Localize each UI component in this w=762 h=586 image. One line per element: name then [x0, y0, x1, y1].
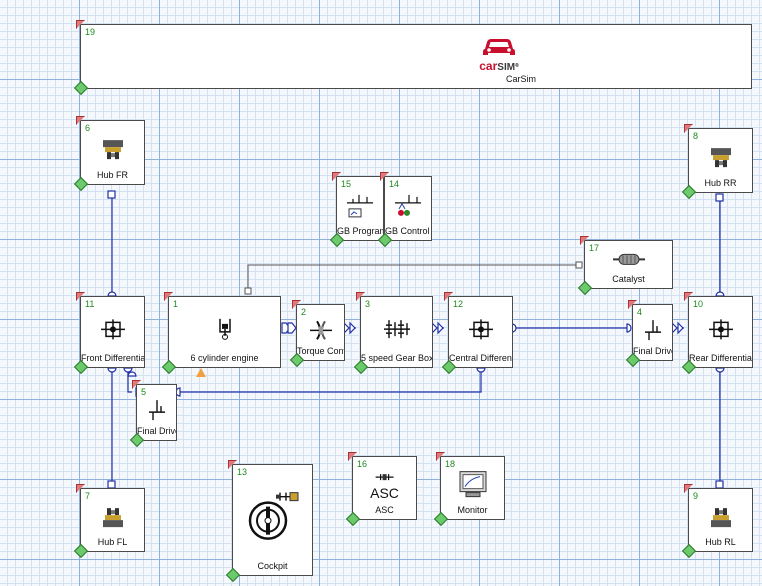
- block-label: Catalyst: [612, 274, 645, 284]
- block-label: GB Control: [385, 226, 430, 236]
- car-icon: [483, 39, 515, 55]
- block-number: 16: [357, 459, 368, 469]
- hub-wheel-icon: [710, 147, 731, 167]
- block-number: 11: [85, 299, 95, 309]
- block-number: 19: [85, 27, 96, 37]
- hub-rr-block[interactable]: 8 Hub RR: [681, 124, 753, 200]
- block-number: 2: [301, 307, 307, 317]
- final-drive-rear-block[interactable]: 4 Final Drive: [625, 300, 673, 368]
- asc-icon: ASC: [370, 468, 399, 500]
- hub-fr-block[interactable]: 6 Hub FR: [73, 116, 145, 192]
- block-label: Final Drive: [137, 426, 176, 436]
- block-number: 12: [453, 299, 464, 309]
- block-label: Front Differential: [81, 353, 144, 363]
- wire-frontdiff-finaldrive[interactable]: [127, 372, 132, 393]
- block-number: 3: [365, 299, 371, 309]
- block-number: 18: [445, 459, 456, 469]
- cockpit-block[interactable]: 13 Cockpit: [225, 460, 313, 583]
- block-label: Hub FR: [96, 170, 128, 180]
- differential-icon: [100, 319, 125, 340]
- wire-centraldiff-finaldrive-front[interactable]: [180, 372, 482, 393]
- gearbox-control-icon: [395, 194, 421, 216]
- engine-piston-icon: [218, 318, 231, 340]
- hub-wheel-icon: [102, 508, 123, 528]
- central-differential-block[interactable]: 12 Central Differential: [441, 292, 513, 375]
- block-number: 9: [693, 491, 699, 501]
- block-label: Hub FL: [97, 537, 128, 547]
- block-number: 5: [141, 387, 147, 397]
- block-label: ASC: [375, 505, 394, 515]
- block-label: Rear Differential: [689, 353, 752, 363]
- block-number: 4: [637, 307, 643, 317]
- gb-program-block[interactable]: 15 GB Program: [329, 172, 384, 248]
- monitor-icon: [459, 471, 486, 498]
- block-label: Cockpit: [257, 561, 288, 571]
- monitor-block[interactable]: 18 Monitor: [433, 452, 505, 527]
- block-number: 13: [237, 467, 248, 477]
- final-drive-icon: [148, 399, 165, 420]
- catalyst-icon: [612, 253, 645, 265]
- block-label: GB Program: [337, 226, 383, 236]
- block-label: Hub RL: [705, 537, 736, 547]
- block-label: CarSim: [505, 74, 536, 84]
- wire-catalyst-engine[interactable]: [247, 264, 580, 292]
- block-label: Final Drive: [633, 346, 672, 356]
- hub-rl-block[interactable]: 9 Hub RL: [681, 484, 753, 559]
- differential-icon: [468, 319, 493, 340]
- catalyst-block[interactable]: 17 Catalyst: [577, 236, 673, 296]
- carsim-block[interactable]: 19 carSIM® CarSim: [73, 20, 752, 96]
- block-number: 6: [85, 123, 91, 133]
- gearbox-icon: [383, 320, 410, 339]
- warning-icon[interactable]: [196, 368, 206, 377]
- rear-differential-block[interactable]: 10 Rear Differential: [681, 292, 753, 375]
- block-label: 5 speed Gear Box: [361, 353, 432, 363]
- asc-block[interactable]: 16 ASC ASC: [345, 452, 417, 527]
- final-drive-icon: [644, 319, 661, 340]
- torque-converter-block[interactable]: 2 Torque Converter: [289, 300, 345, 368]
- gearbox-program-icon: [347, 194, 373, 217]
- gb-control-block[interactable]: 14 GB Control: [377, 172, 432, 248]
- final-drive-front-block[interactable]: 5 Final Drive: [129, 380, 177, 448]
- logo-trademark: ®: [515, 63, 519, 69]
- hub-wheel-icon: [102, 139, 123, 159]
- block-label: Central Differential: [449, 353, 512, 363]
- block-label: Monitor: [457, 505, 488, 515]
- steering-wheel-icon: [248, 492, 298, 540]
- hub-wheel-icon: [710, 508, 731, 528]
- torque-converter-icon: [309, 320, 332, 340]
- block-number: 1: [173, 299, 179, 309]
- logo-car-text: car: [479, 59, 498, 73]
- block-number: 14: [389, 179, 400, 189]
- engine-block[interactable]: 1 6 cylinder engine: [161, 292, 281, 375]
- block-label: Hub RR: [704, 178, 737, 188]
- front-differential-block[interactable]: 11 Front Differential: [73, 292, 145, 375]
- block-number: 7: [85, 491, 91, 501]
- differential-icon: [708, 319, 733, 340]
- block-label: 6 cylinder engine: [190, 353, 259, 363]
- hub-fl-block[interactable]: 7 Hub FL: [73, 484, 145, 559]
- asc-icon-text: ASC: [370, 485, 399, 502]
- logo-sim-text: SIM: [497, 62, 516, 73]
- gearbox-block[interactable]: 3 5 speed Gear Box: [353, 292, 433, 375]
- block-number: 8: [693, 131, 699, 141]
- block-number: 17: [589, 243, 600, 253]
- block-number: 10: [693, 299, 704, 309]
- block-number: 15: [341, 179, 352, 189]
- block-label: Torque Converter: [297, 346, 344, 356]
- carsim-logo: carSIM®: [471, 35, 527, 74]
